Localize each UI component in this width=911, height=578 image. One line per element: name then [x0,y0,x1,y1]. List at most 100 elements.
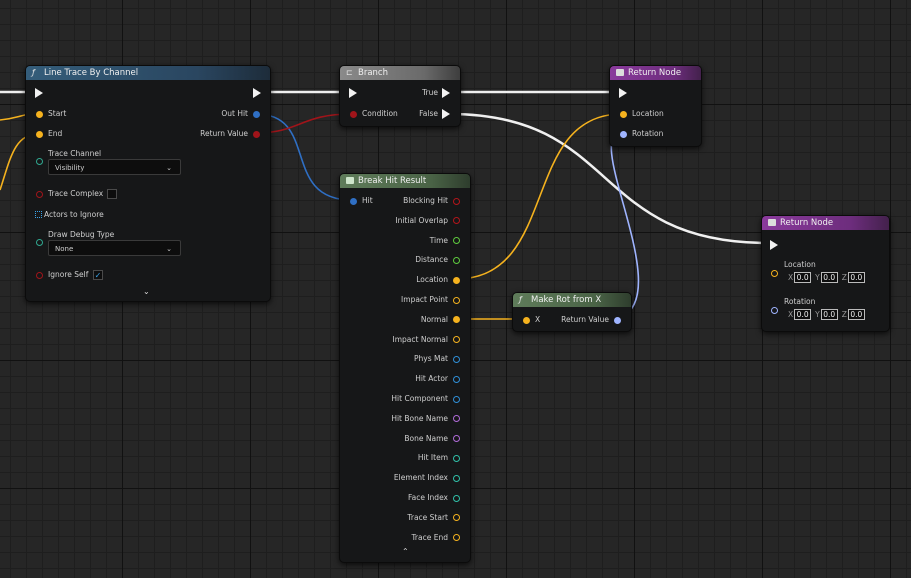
x-axis-label: X [788,310,794,319]
output-pin[interactable] [453,454,460,462]
node-title: Return Node [628,68,682,78]
ignore-self-pin[interactable] [36,271,43,279]
false-exec-pin[interactable] [442,109,450,119]
start-pin[interactable] [36,110,43,118]
output-pin[interactable] [453,256,460,264]
output-pin[interactable] [453,534,460,542]
output-pin-label: Impact Normal [392,334,448,344]
output-pin-label: Hit Actor [415,374,448,384]
exec-in-pin[interactable] [770,240,778,250]
output-pin[interactable] [453,395,460,403]
break-hit-output-row: Hit Bone Name [391,414,460,424]
node-title: Return Node [780,218,834,228]
exec-in-pin[interactable] [349,88,357,98]
break-hit-output-row: Phys Mat [414,354,460,364]
output-pin[interactable] [453,197,460,205]
break-hit-output-row: Distance [415,255,460,265]
true-exec-pin[interactable] [442,88,450,98]
collapse-chevron-icon[interactable]: ⌃ [402,547,409,556]
return-node-top[interactable]: Return Node Location Rotation [609,65,702,147]
location-z-field[interactable]: 0.0 [847,272,865,283]
return-value-pin[interactable] [614,316,621,324]
node-title: Break Hit Result [358,176,427,186]
trace-channel-label: Trace Channel [48,149,102,158]
output-pin-label: Element Index [393,473,448,483]
draw-debug-type-label: Draw Debug Type [48,230,115,239]
function-icon: ƒ [519,295,522,304]
ignore-self-checkbox[interactable]: ✓ [93,270,103,280]
location-pin[interactable] [620,110,627,118]
break-hit-output-row: Element Index [394,473,460,483]
hit-label: Hit [362,196,373,205]
array-pin-icon[interactable] [35,211,42,218]
rotation-label: Rotation [784,297,816,306]
trace-complex-checkbox[interactable] [107,189,117,199]
output-pin[interactable] [453,296,460,304]
x-pin[interactable] [523,316,530,324]
draw-debug-type-value: None [55,245,74,253]
output-pin-label: Phys Mat [413,354,448,364]
hit-pin[interactable] [350,197,357,205]
rotation-y-field[interactable]: 0.0 [820,309,838,320]
break-hit-output-row: Trace Start [407,513,460,523]
output-pin[interactable] [453,336,460,344]
return-node-icon [616,69,624,76]
break-struct-icon [346,177,354,184]
end-pin[interactable] [36,130,43,138]
branch-node[interactable]: ⊏Branch True Condition False [339,65,461,127]
trace-channel-pin[interactable] [36,158,43,165]
output-pin[interactable] [453,435,460,443]
output-pin[interactable] [453,415,460,423]
trace-complex-label: Trace Complex [48,189,104,198]
output-pin[interactable] [453,494,460,502]
output-pin[interactable] [453,514,460,522]
condition-pin[interactable] [350,110,357,118]
break-hit-output-row: Blocking Hit [403,196,460,206]
return-value-pin[interactable] [253,130,260,138]
y-axis-label: Y [815,310,820,319]
trace-channel-dropdown[interactable]: Visibility⌄ [48,159,181,175]
output-pin[interactable] [453,474,460,482]
break-hit-output-row: Time [430,236,460,246]
break-hit-output-row: Normal [421,315,460,325]
output-pin[interactable] [453,237,460,245]
exec-in-pin[interactable] [619,88,627,98]
draw-debug-type-dropdown[interactable]: None ⌄ [48,240,181,256]
output-pin-label: Location [416,275,448,285]
location-y-field[interactable]: 0.0 [820,272,838,283]
rotation-z-field[interactable]: 0.0 [847,309,865,320]
location-pin[interactable] [771,270,778,277]
output-pin[interactable] [453,217,460,225]
x-axis-label: X [788,273,794,282]
trace-complex-pin[interactable] [36,190,43,198]
struct-wire-hit [255,113,353,201]
collapse-chevron-icon[interactable]: ⌄ [143,287,150,296]
location-label: Location [784,260,816,269]
output-pin[interactable] [453,375,460,383]
location-x-field[interactable]: 0.0 [794,272,812,283]
exec-in-pin[interactable] [35,88,43,98]
exec-out-pin[interactable] [253,88,261,98]
function-icon: ƒ [32,68,35,77]
output-pin-label: Bone Name [404,433,448,443]
output-pin[interactable] [453,355,460,363]
break-hit-output-row: Hit Item [418,453,460,463]
return-node-icon [768,219,776,226]
rotation-pin[interactable] [620,130,627,138]
draw-debug-type-pin[interactable] [36,239,43,246]
out-hit-pin[interactable] [253,110,260,118]
node-title: Branch [358,68,388,78]
chevron-down-icon: ⌄ [166,245,172,253]
start-label: Start [48,109,67,118]
output-pin[interactable] [453,316,460,324]
rotation-x-field[interactable]: 0.0 [794,309,812,320]
output-pin-label: Normal [420,314,448,324]
rotation-pin[interactable] [771,307,778,314]
output-pin[interactable] [453,276,460,284]
